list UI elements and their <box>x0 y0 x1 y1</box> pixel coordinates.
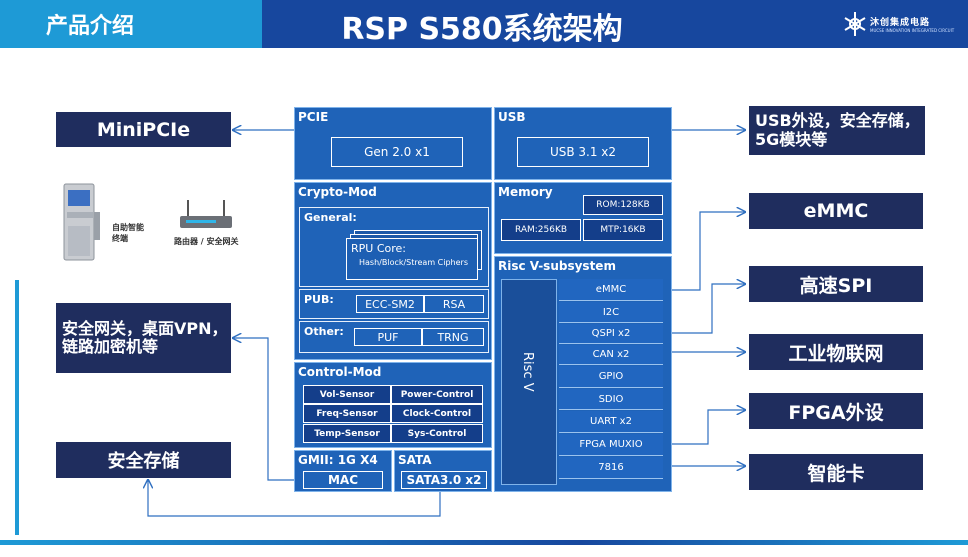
company-logo-icon <box>844 12 866 36</box>
power-control: Power-Control <box>391 385 483 404</box>
usb-peripherals-box: USB外设，安全存储，5G模块等 <box>749 106 925 155</box>
usb-version: USB 3.1 x2 <box>517 137 649 167</box>
smart-card-box: 智能卡 <box>749 454 923 490</box>
gmii-title: GMII: 1G X4 <box>298 453 378 467</box>
riscv-emmc: eMMC <box>559 279 663 301</box>
pcie-gen: Gen 2.0 x1 <box>331 137 463 167</box>
section-label: 产品介绍 <box>46 14 135 39</box>
industrial-iot-box: 工业物联网 <box>749 334 923 370</box>
emmc-box: eMMC <box>749 193 923 229</box>
riscv-title: Risc V-subsystem <box>498 259 616 273</box>
temp-sensor: Temp-Sensor <box>303 424 391 443</box>
usb-title: USB <box>498 110 526 124</box>
rpu-core-label: RPU Core: <box>351 242 406 255</box>
sata-version-box: SATA3.0 x2 <box>401 471 487 489</box>
rpu-core-ciphers: Hash/Block/Stream Ciphers <box>359 258 469 267</box>
riscv-subsystem-block: Risc V-subsystem Risc V eMMC I2C QSPI x2… <box>494 256 672 492</box>
riscv-uart: UART x2 <box>559 411 663 433</box>
router-icon <box>180 200 232 228</box>
riscv-i2c: I2C <box>559 302 663 323</box>
pcie-title: PCIE <box>298 110 329 124</box>
high-speed-spi-box: 高速SPI <box>749 266 923 302</box>
crypto-other-panel: Other: PUF TRNG <box>299 321 489 353</box>
crypto-mod-block: Crypto-Mod General: RPU Core: Hash/Block… <box>294 182 492 360</box>
fpga-peripheral-box: FPGA外设 <box>749 393 923 429</box>
riscv-sdio: SDIO <box>559 389 663 410</box>
pub-label: PUB: <box>304 293 334 306</box>
vol-sensor: Vol-Sensor <box>303 385 391 404</box>
minipcie-box: MiniPCIe <box>56 112 231 147</box>
riscv-can: CAN x2 <box>559 345 663 365</box>
left-accent-line <box>15 280 19 535</box>
crypto-title: Crypto-Mod <box>298 185 377 199</box>
rsa-box: RSA <box>424 295 484 313</box>
riscv-qspi: QSPI x2 <box>559 324 663 344</box>
sata-title: SATA <box>398 453 432 467</box>
trng-box: TRNG <box>422 328 484 346</box>
page-title: RSP S580系统架构 <box>341 12 623 47</box>
memory-block: Memory ROM:128KB RAM:256KB MTP:16KB <box>494 182 672 254</box>
ecc-sm2-box: ECC-SM2 <box>356 295 424 313</box>
riscv-fpga-muxio: FPGA MUXIO <box>559 434 663 456</box>
header-left-band <box>0 0 262 48</box>
riscv-core: Risc V <box>501 279 557 485</box>
mtp-box: MTP:16KB <box>583 219 663 241</box>
router-label: 路由器 / 安全网关 <box>174 237 239 246</box>
memory-title: Memory <box>498 185 553 199</box>
sys-control: Sys-Control <box>391 424 483 443</box>
freq-sensor: Freq-Sensor <box>303 404 391 423</box>
rpu-core-box: RPU Core: Hash/Block/Stream Ciphers <box>346 238 478 280</box>
riscv-7816: 7816 <box>559 457 663 479</box>
gmii-block: GMII: 1G X4 MAC <box>294 450 392 492</box>
rom-box: ROM:128KB <box>583 195 663 215</box>
puf-box: PUF <box>354 328 422 346</box>
secure-storage-box: 安全存储 <box>56 442 231 478</box>
logo-text: 沐创集成电路 <box>870 18 931 28</box>
usb-block: USB USB 3.1 x2 <box>494 107 672 180</box>
control-title: Control-Mod <box>298 365 382 379</box>
pcie-block: PCIE Gen 2.0 x1 <box>294 107 492 180</box>
riscv-gpio: GPIO <box>559 366 663 388</box>
other-label: Other: <box>304 325 344 338</box>
mac-box: MAC <box>303 471 383 489</box>
kiosk-label: 自助智能终端 <box>112 223 144 243</box>
kiosk-terminal-icon <box>63 183 100 261</box>
clock-control: Clock-Control <box>391 404 483 423</box>
ram-box: RAM:256KB <box>501 219 581 241</box>
sata-block: SATA SATA3.0 x2 <box>394 450 492 492</box>
control-mod-block: Control-Mod Vol-Sensor Power-Control Fre… <box>294 362 492 448</box>
crypto-general-panel: General: RPU Core: Hash/Block/Stream Cip… <box>299 207 489 287</box>
bottom-accent-bar <box>0 540 968 545</box>
gateway-box: 安全网关，桌面VPN，链路加密机等 <box>56 303 231 373</box>
riscv-core-label: Risc V <box>520 352 535 392</box>
logo-subtext: MUCSE INNOVATION INTEGRATED CIRCUIT <box>870 28 955 33</box>
general-label: General: <box>304 211 357 224</box>
crypto-pub-panel: PUB: ECC-SM2 RSA <box>299 289 489 319</box>
